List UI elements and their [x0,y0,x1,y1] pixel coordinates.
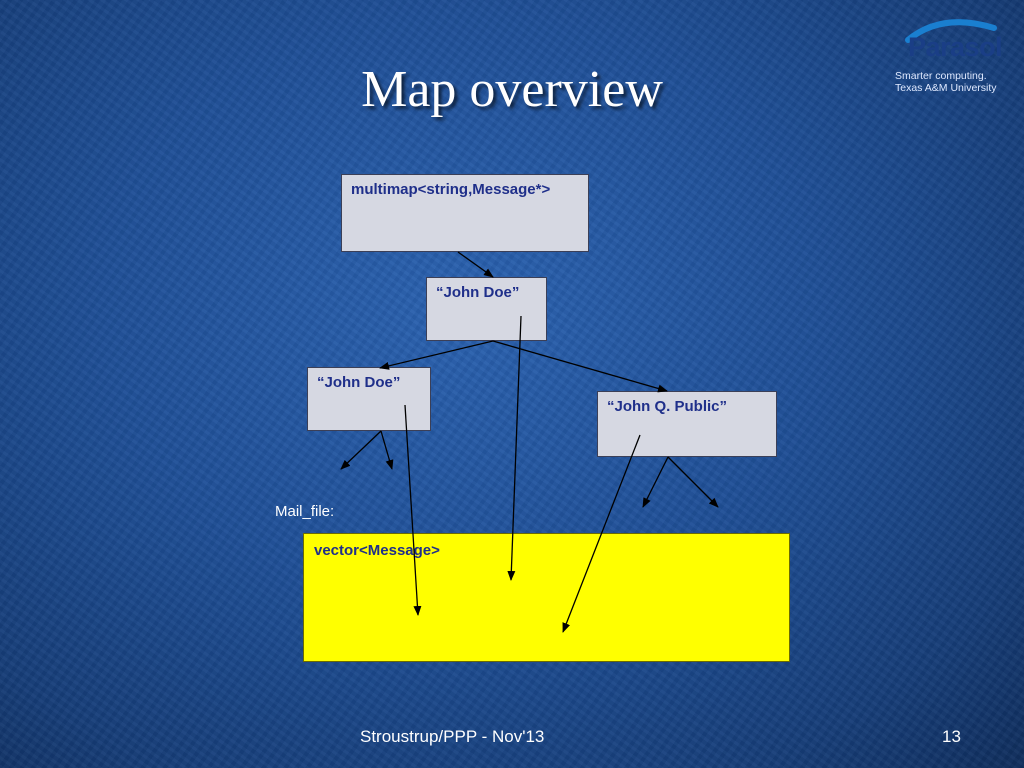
logo-tagline-1: Smarter computing. [895,70,987,82]
right-node-label: “John Q. Public” [607,398,728,415]
multimap-node: multimap<string,Message*> [341,174,589,252]
footer-text: Stroustrup/PPP - Nov'13 [360,727,545,746]
mail-file-label: Mail_file: [275,503,335,520]
vector-label: vector<Message> [314,542,440,559]
john-q-public-node: “John Q. Public” [597,391,777,457]
root-john-doe-node: “John Doe” [426,277,547,341]
vector-message-box: vector<Message> [303,533,790,662]
multimap-label: multimap<string,Message*> [351,181,551,198]
slide-title: Map overview [361,61,663,118]
left-node-label: “John Doe” [317,374,401,391]
root-node-label: “John Doe” [436,284,520,301]
left-john-doe-node: “John Doe” [307,367,431,431]
logo-brand: Parasol [908,32,1003,62]
page-number: 13 [942,727,961,746]
parasol-logo: Parasol Smarter computing. Texas A&M Uni… [892,14,1012,96]
logo-tagline-2: Texas A&M University [895,82,997,94]
logo-arc-icon [905,19,997,43]
